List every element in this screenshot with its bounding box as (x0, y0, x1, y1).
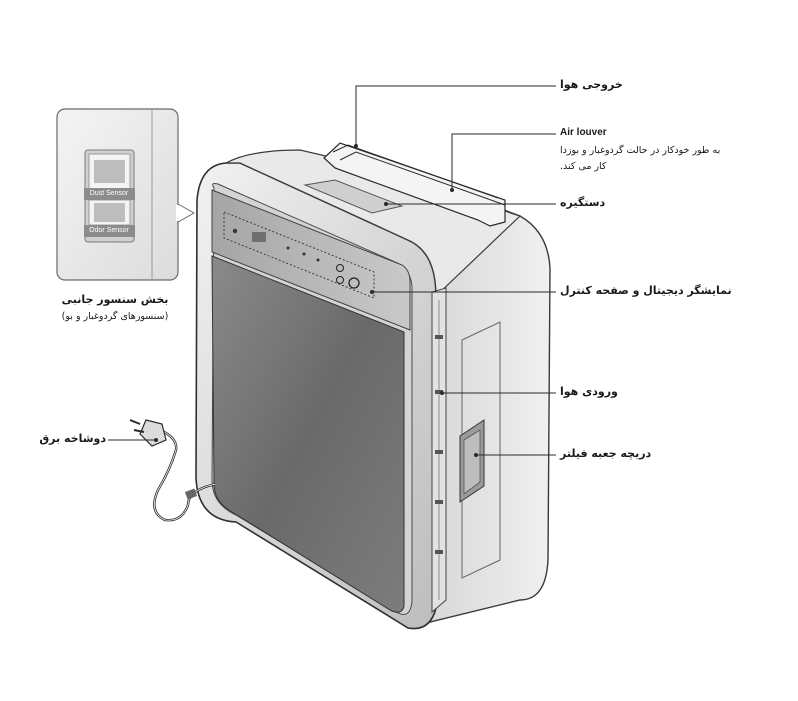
air-outlet-label: خروجی هوا (560, 78, 623, 91)
leader-dots (154, 144, 478, 457)
louver-description-line1: به طور خودکار در حالت گردوغبار و بوزدا (560, 145, 721, 156)
louver-description-line2: کار می کند. (560, 161, 607, 172)
plug-label: دوشاخه برق (39, 432, 106, 445)
air-louver-label: Air louver (560, 127, 607, 138)
odor-sensor-tag (84, 225, 135, 237)
dust-sensor-label: Dust Sensor (89, 190, 129, 197)
purifier-body (195, 142, 551, 630)
filter-door-label: دریچه جعبه فیلتر (560, 447, 652, 460)
odor-sensor-label: Odor Sensor (89, 227, 129, 234)
dust-sensor-tag (84, 188, 135, 200)
air-louver (323, 142, 506, 227)
plug-icon (139, 419, 167, 447)
side-sensor-inset (56, 108, 196, 281)
side-sensor-title: بخش سنسور جانبی (61, 293, 169, 306)
display-panel-label: نمایشگر دیجیتال و صفحه کنترل (560, 284, 732, 297)
handle-label: دستگیره (560, 196, 606, 209)
control-panel (211, 189, 411, 331)
leader-lines (108, 85, 556, 456)
handle (303, 179, 404, 214)
air-inlet-label: ورودی هوا (560, 385, 618, 398)
front-glass-panel (211, 255, 405, 613)
power-cord (129, 419, 217, 522)
side-sensor-subtitle: (سنسورهای گردوغبار و بو) (61, 311, 169, 322)
